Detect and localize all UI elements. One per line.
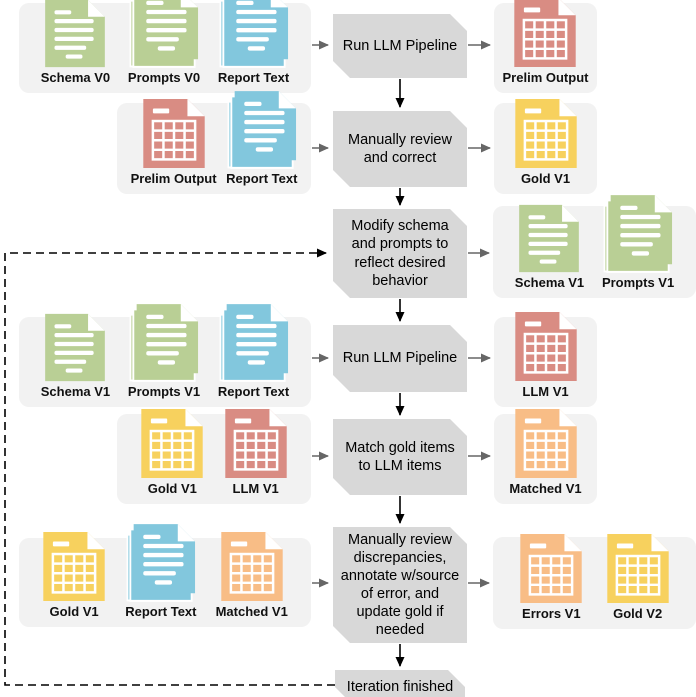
artifact-matched-v1: Matched V1: [509, 408, 582, 496]
table-document-icon: [514, 311, 578, 382]
process-iteration-finished: Iteration finished: [335, 670, 465, 697]
group-review-inputs: Prelim Output Report Text: [117, 103, 311, 194]
group-inputs-v0: Schema V0 Prompts V0 Report Text: [19, 3, 311, 93]
document-stack-icon: [219, 304, 289, 382]
process-label: Run LLM Pipeline: [342, 37, 458, 54]
artifact-label: Report Text: [217, 384, 290, 399]
artifact-report-text: Report Text: [125, 524, 196, 618]
document-stack-icon: [603, 195, 673, 273]
artifact-llm-v1: LLM V1: [224, 408, 288, 495]
document-stack-icon: [126, 524, 196, 602]
process-label: Match gold items to LLM items: [345, 439, 455, 474]
table-document-icon: [514, 408, 578, 479]
process-label: Iteration finished: [346, 678, 454, 695]
group-gold-v1-output: Gold V1: [494, 103, 597, 194]
artifact-gold-v1: Gold V1: [514, 98, 578, 185]
artifact-label: Gold V2: [613, 606, 663, 621]
artifact-label: Gold V1: [147, 481, 197, 496]
artifact-label: LLM V1: [522, 384, 569, 399]
group-prelim-output: Prelim Output: [494, 3, 597, 93]
artifact-prompts-v0: Prompts V0: [128, 0, 200, 84]
document-icon: [44, 0, 106, 68]
document-stack-icon: [227, 91, 297, 169]
artifact-schema-v0: Schema V0: [41, 0, 110, 84]
group-matched-v1-output: Matched V1: [494, 414, 597, 504]
table-document-icon: [519, 533, 583, 604]
artifact-label: Matched V1: [215, 604, 288, 619]
process-label: Manually review and correct: [348, 131, 452, 166]
process-manually-review-correct: Manually review and correct: [333, 111, 467, 187]
artifact-label: Matched V1: [509, 481, 582, 496]
process-run-llm-pipeline-1: Run LLM Pipeline: [333, 14, 467, 78]
artifact-prompts-v1: Prompts V1: [602, 195, 674, 289]
group-llm-v1-output: LLM V1: [494, 317, 597, 407]
artifact-label: Report Text: [217, 70, 290, 85]
artifact-report-text: Report Text: [226, 91, 297, 185]
table-document-icon: [224, 408, 288, 479]
group-schema-prompts-v1: Schema V1 Prompts V1: [493, 206, 696, 298]
process-modify-schema-prompts: Modify schema and prompts to reflect des…: [333, 209, 467, 298]
artifact-prompts-v1: Prompts V1: [128, 304, 200, 398]
artifact-label: Schema V0: [40, 70, 111, 85]
artifact-label: Schema V1: [514, 275, 585, 290]
document-stack-icon: [129, 0, 199, 68]
table-document-icon: [220, 531, 284, 602]
table-document-icon: [514, 98, 578, 169]
group-final-review-inputs: Gold V1 Report Text Matched V1: [19, 538, 311, 627]
document-stack-icon: [219, 0, 289, 68]
artifact-label: Report Text: [226, 171, 298, 186]
process-review-discrepancies: Manually review discrepancies, annotate …: [333, 527, 467, 643]
artifact-matched-v1: Matched V1: [216, 531, 288, 618]
document-icon: [518, 204, 580, 273]
group-inputs-v1: Schema V1 Prompts V1 Report Text: [19, 317, 311, 407]
artifact-label: Prelim Output: [502, 70, 589, 85]
group-match-inputs: Gold V1 LLM V1: [117, 414, 311, 504]
artifact-label: Prompts V0: [127, 70, 201, 85]
artifact-prelim-output: Prelim Output: [131, 98, 217, 185]
group-errors-gold-output: Errors V1 Gold V2: [493, 537, 696, 629]
artifact-gold-v1: Gold V1: [140, 408, 204, 495]
artifact-gold-v2: Gold V2: [606, 533, 670, 620]
artifact-label: Gold V1: [520, 171, 571, 186]
process-match-gold-llm: Match gold items to LLM items: [333, 419, 467, 495]
artifact-llm-v1: LLM V1: [514, 311, 578, 398]
artifact-label: Prompts V1: [601, 275, 675, 290]
document-stack-icon: [129, 304, 199, 382]
table-document-icon: [513, 0, 577, 68]
table-document-icon: [42, 531, 106, 602]
artifact-label: Errors V1: [522, 606, 581, 621]
artifact-report-text: Report Text: [218, 0, 289, 84]
artifact-errors-v1: Errors V1: [519, 533, 583, 620]
table-document-icon: [142, 98, 206, 169]
artifact-label: Schema V1: [40, 384, 111, 399]
process-label: Modify schema and prompts to reflect des…: [351, 218, 449, 289]
process-label: Manually review discrepancies, annotate …: [340, 531, 460, 639]
table-document-icon: [606, 533, 670, 604]
artifact-prelim-output: Prelim Output: [502, 0, 589, 85]
artifact-report-text: Report Text: [218, 304, 289, 398]
process-label: Run LLM Pipeline: [342, 350, 458, 367]
artifact-label: Prelim Output: [130, 171, 217, 186]
artifact-label: Prompts V1: [127, 384, 201, 399]
document-icon: [44, 313, 106, 382]
artifact-label: Report Text: [125, 604, 197, 619]
process-run-llm-pipeline-2: Run LLM Pipeline: [333, 325, 467, 392]
artifact-gold-v1: Gold V1: [42, 531, 106, 618]
artifact-schema-v1: Schema V1: [515, 204, 584, 289]
artifact-label: Gold V1: [49, 604, 99, 619]
artifact-schema-v1: Schema V1: [41, 313, 110, 398]
artifact-label: LLM V1: [232, 481, 279, 496]
table-document-icon: [140, 408, 204, 479]
